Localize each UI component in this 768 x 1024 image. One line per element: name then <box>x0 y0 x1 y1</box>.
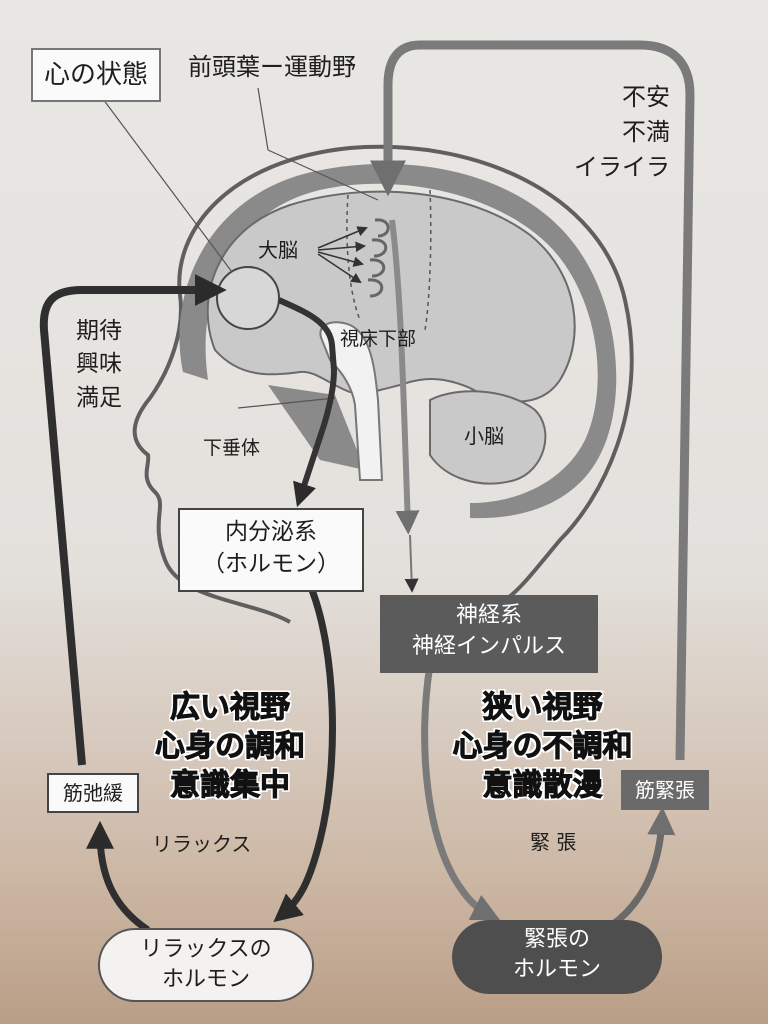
relax-hormone-line1: リラックスの <box>140 937 272 962</box>
emotion-satisfaction: 満足 <box>76 384 122 411</box>
tension-hormone-line1: 緊張の <box>523 927 590 952</box>
mind-circle <box>216 266 280 330</box>
tension-state-3: 意識散漫 <box>482 768 603 804</box>
cerebellum <box>429 390 547 485</box>
hypothalamus-label: 視床下部 <box>340 328 417 350</box>
brain <box>206 190 576 403</box>
tension-state-2: 心身の不調和 <box>452 729 633 765</box>
muscle-relax-label: 筋弛緩 <box>63 781 123 805</box>
nervous-descend-thin <box>404 534 419 593</box>
tension-state-text: 狭い視野 心身の不調和 意識散漫 <box>435 688 650 805</box>
endocrine-box: 内分泌系 （ホルモン） <box>178 508 364 592</box>
lower-face-shape <box>268 385 365 470</box>
emotion-dissatisfaction: 不満 <box>622 117 670 146</box>
mind-to-endocrine-arrow <box>277 297 338 508</box>
pituitary-label: 下垂体 <box>203 437 261 459</box>
tension-hormone-line2: ホルモン <box>512 956 601 982</box>
cerebellum-label: 小脳 <box>464 424 504 448</box>
cerebrum-label: 大脳 <box>258 238 298 262</box>
relax-state-3: 意識集中 <box>170 768 291 804</box>
relax-state-1: 広い視野 <box>170 690 291 726</box>
cerebrum-arrows <box>317 226 368 284</box>
emotion-expectation: 期待 <box>76 318 122 344</box>
mind-state-box: 心の状態 <box>31 48 161 102</box>
motor-cortex-bumps <box>367 218 390 298</box>
head-outline <box>132 144 634 624</box>
motor-area-line-left <box>346 194 361 321</box>
nervous-to-tension-hormone-arrow <box>421 664 501 921</box>
nervous-descend-arrow <box>389 219 420 535</box>
relax-hormone-pill: リラックスの ホルモン <box>98 928 314 1002</box>
emotion-interest: 興味 <box>76 351 122 378</box>
tension-feedback-arrow <box>370 40 695 761</box>
relax-label: リラックス <box>152 832 252 856</box>
nervous-system-box: 神経系 神経インパルス <box>380 595 598 673</box>
relax-state-2: 心身の調和 <box>155 729 306 765</box>
left-emotions: 期待 興味 満足 <box>76 315 122 415</box>
leader-lines <box>99 87 379 409</box>
muscle-tension-box: 筋緊張 <box>621 770 709 810</box>
relax-hormone-line2: ホルモン <box>161 966 250 992</box>
motor-area-line-right <box>424 189 432 331</box>
emotion-irritation: イライラ <box>574 152 670 181</box>
frontal-lobe-label: 前頭葉ー運動野 <box>188 53 356 81</box>
tension-label: 緊 張 <box>530 830 577 854</box>
mind-state-label: 心の状態 <box>43 60 148 90</box>
endocrine-line1: 内分泌系 <box>225 519 317 545</box>
muscle-relax-box: 筋弛緩 <box>47 773 139 813</box>
muscle-tension-label: 筋緊張 <box>635 778 695 802</box>
relax-feedback-arrow <box>39 274 227 766</box>
endocrine-to-relax-hormone-arrow <box>273 588 336 923</box>
nervous-line1: 神経系 <box>455 603 522 628</box>
nervous-line2: 神経インパルス <box>411 633 566 659</box>
emotion-anxiety: 不安 <box>622 83 670 111</box>
tension-state-1: 狭い視野 <box>482 690 603 726</box>
tension-hormone-to-muscle-arrow <box>609 806 676 928</box>
relax-state-text: 広い視野 心身の調和 意識集中 <box>145 688 315 805</box>
right-emotions: 不安 不満 イライラ <box>560 80 670 184</box>
endocrine-line2: （ホルモン） <box>202 551 340 578</box>
skull-band <box>179 163 617 519</box>
relax-hormone-to-muscle-arrow <box>86 820 150 933</box>
tension-hormone-pill: 緊張の ホルモン <box>452 920 662 994</box>
